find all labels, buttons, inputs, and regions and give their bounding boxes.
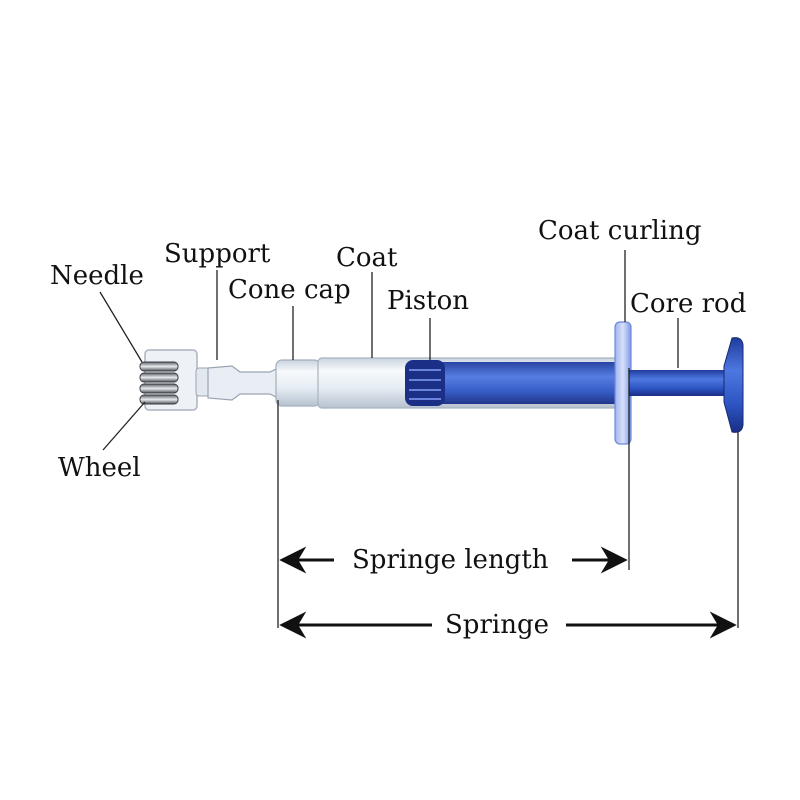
label-coat: Coat bbox=[336, 243, 398, 273]
label-coat-curling: Coat curling bbox=[538, 216, 702, 246]
label-piston: Piston bbox=[387, 286, 469, 316]
roller-head bbox=[139, 349, 211, 411]
label-wheel: Wheel bbox=[58, 453, 141, 483]
label-needle: Needle bbox=[50, 261, 144, 291]
thumb-press bbox=[723, 337, 744, 433]
leader-lines bbox=[99, 250, 679, 451]
leader-needle bbox=[99, 291, 143, 363]
label-cone-cap: Cone cap bbox=[228, 275, 351, 305]
dimension-extensions bbox=[277, 368, 739, 628]
cone-cap bbox=[275, 359, 321, 407]
labels: Needle Support Coat Cone cap Piston Coat… bbox=[50, 216, 746, 640]
label-support: Support bbox=[164, 239, 271, 269]
plunger-inside bbox=[440, 362, 623, 404]
dimension-arrows bbox=[279, 546, 737, 639]
label-syringe-length: Springe length bbox=[352, 545, 549, 575]
wheel-icon bbox=[139, 361, 179, 405]
leader-wheel bbox=[102, 401, 146, 451]
core-rod bbox=[629, 370, 729, 396]
syringe bbox=[139, 321, 744, 445]
piston bbox=[405, 360, 445, 406]
label-syringe-total: Springe bbox=[445, 610, 549, 640]
support bbox=[207, 365, 279, 401]
label-core-rod: Core rod bbox=[630, 289, 746, 319]
